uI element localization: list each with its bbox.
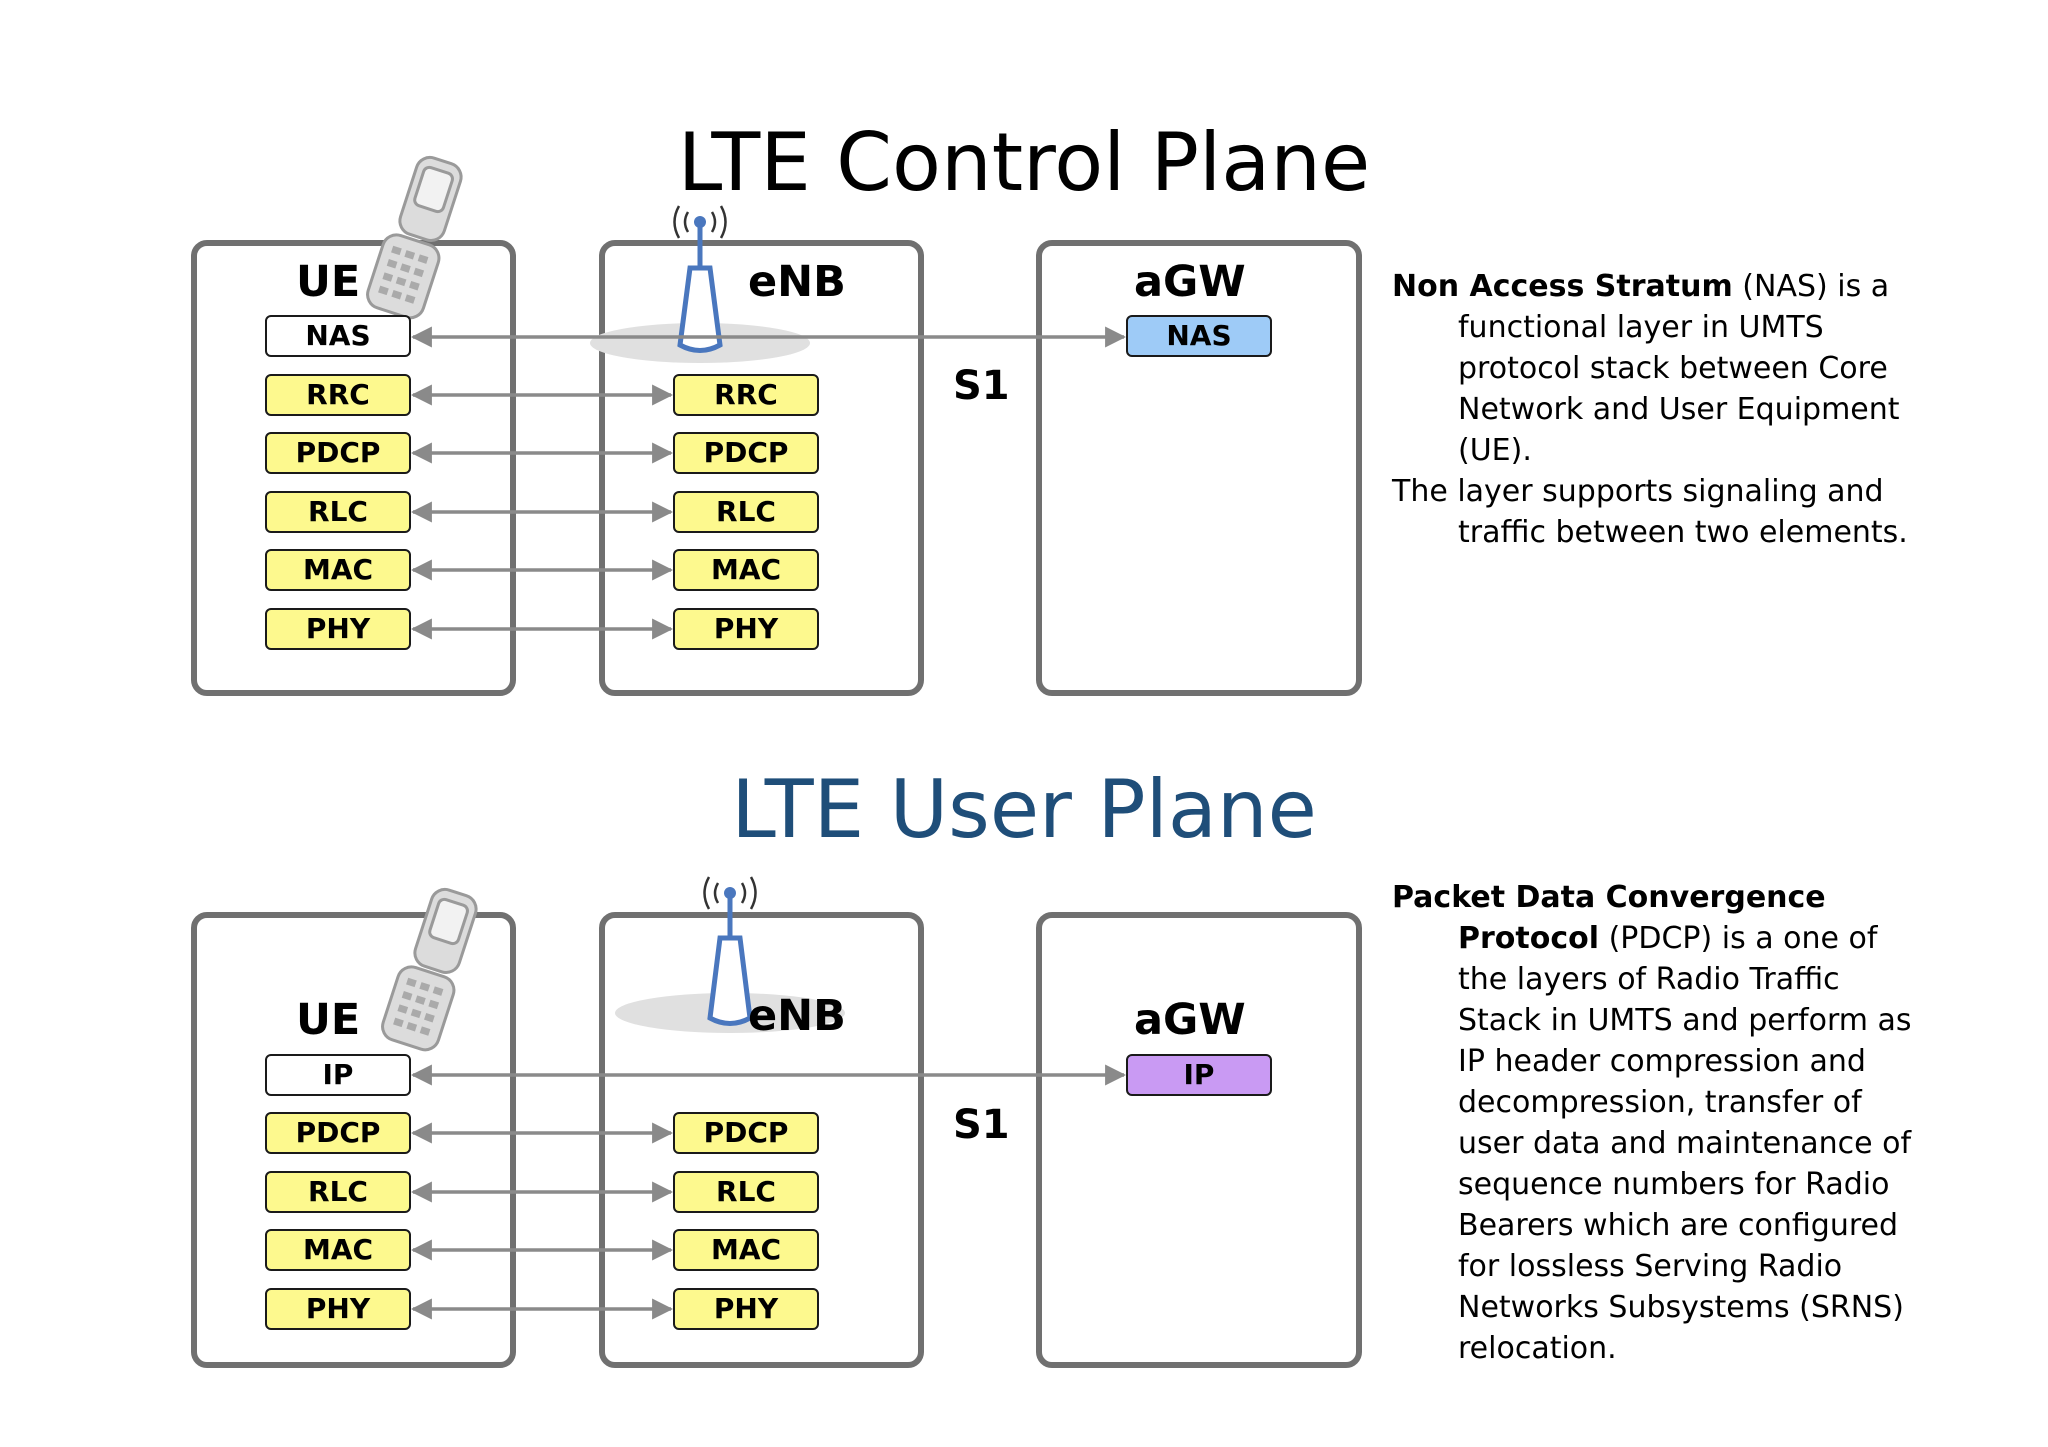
user-s1-label: S1 <box>953 1102 1010 1148</box>
control-ue-layer-phy: PHY <box>265 608 411 650</box>
user-enb-layer-phy: PHY <box>673 1288 819 1330</box>
control-agw-box <box>1036 240 1362 696</box>
control-ue-layer-rrc: RRC <box>265 374 411 416</box>
user-ue-layer-rlc: RLC <box>265 1171 411 1213</box>
control-s1-label: S1 <box>953 363 1010 409</box>
control-agw-label: aGW <box>1134 257 1246 307</box>
user-plane-title: LTE User Plane <box>731 763 1317 856</box>
user-agw-layer-ip: IP <box>1126 1054 1272 1096</box>
pdcp-term: Packet Data Convergence Protocol <box>1392 880 1826 956</box>
control-enb-layer-rrc: RRC <box>673 374 819 416</box>
pdcp-description: Packet Data Convergence Protocol (PDCP) … <box>1392 877 1912 1369</box>
control-ue-layer-nas: NAS <box>265 315 411 357</box>
control-plane-title: LTE Control Plane <box>677 116 1371 209</box>
control-agw-layer-nas: NAS <box>1126 315 1272 357</box>
control-ue-layer-mac: MAC <box>265 549 411 591</box>
control-enb-layer-rlc: RLC <box>673 491 819 533</box>
user-ue-layer-ip: IP <box>265 1054 411 1096</box>
nas-description: Non Access Stratum (NAS) is a functional… <box>1392 266 1912 553</box>
control-enb-label: eNB <box>748 257 846 307</box>
user-enb-layer-rlc: RLC <box>673 1171 819 1213</box>
user-enb-label: eNB <box>748 991 846 1041</box>
nas-text-1: (NAS) is a functional layer in UMTS prot… <box>1458 269 1900 468</box>
control-ue-layer-rlc: RLC <box>265 491 411 533</box>
user-agw-box <box>1036 912 1362 1368</box>
user-ue-label: UE <box>296 995 361 1045</box>
user-ue-layer-pdcp: PDCP <box>265 1112 411 1154</box>
user-enb-layer-mac: MAC <box>673 1229 819 1271</box>
nas-term: Non Access Stratum <box>1392 269 1733 304</box>
user-ue-layer-phy: PHY <box>265 1288 411 1330</box>
pdcp-text: (PDCP) is a one of the layers of Radio T… <box>1458 921 1912 1366</box>
control-enb-layer-mac: MAC <box>673 549 819 591</box>
nas-text-2: The layer supports signaling and traffic… <box>1392 474 1908 550</box>
control-enb-layer-pdcp: PDCP <box>673 432 819 474</box>
control-ue-label: UE <box>296 257 361 307</box>
user-agw-label: aGW <box>1134 995 1246 1045</box>
control-ue-layer-pdcp: PDCP <box>265 432 411 474</box>
control-enb-layer-phy: PHY <box>673 608 819 650</box>
user-ue-layer-mac: MAC <box>265 1229 411 1271</box>
user-enb-layer-pdcp: PDCP <box>673 1112 819 1154</box>
